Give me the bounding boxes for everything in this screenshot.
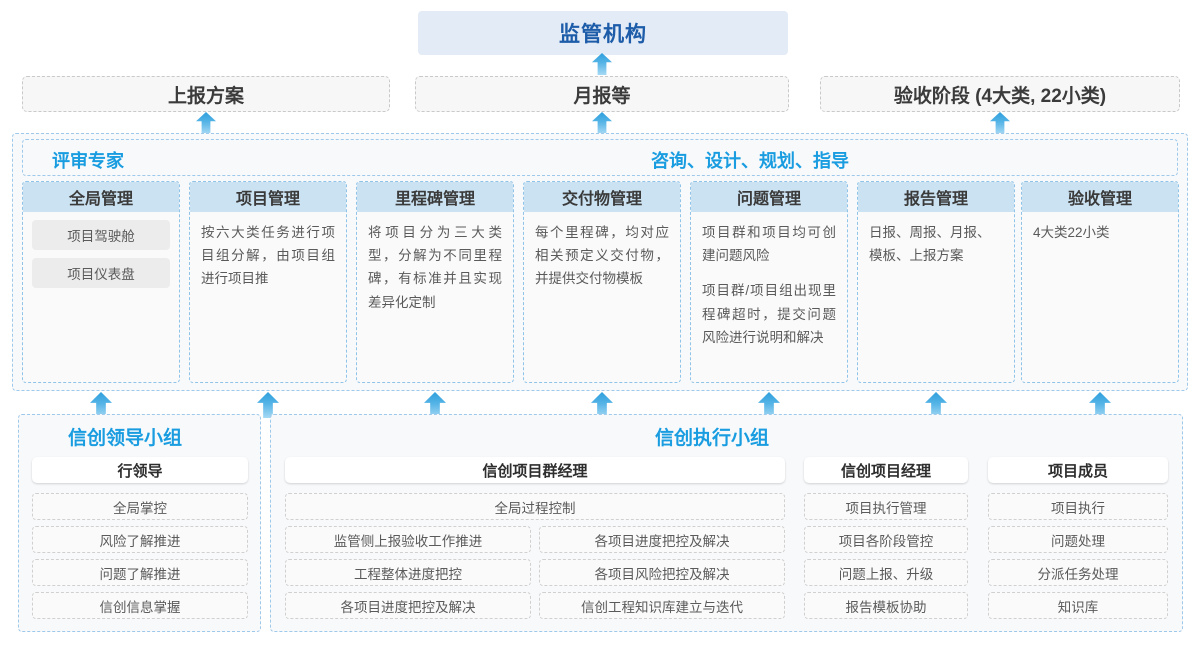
arrow-up-icon-to-report-acceptance (990, 112, 1010, 134)
card-pill-list: 项目驾驶舱 项目仪表盘 (23, 220, 179, 288)
task-item[interactable]: 报告模板协助 (804, 592, 968, 619)
task-item[interactable]: 信创工程知识库建立与迭代 (539, 592, 785, 619)
task-item[interactable]: 各项目进度把控及解决 (539, 526, 785, 553)
task-label: 项目执行管理 (845, 500, 927, 516)
task-label: 问题了解推进 (99, 566, 181, 582)
report-box-acceptance: 验收阶段 (4大类, 22小类) (820, 76, 1180, 112)
task-label: 信创信息掌握 (99, 599, 181, 615)
task-label: 报告模板协助 (845, 599, 927, 615)
arrow-up-icon-to-report-monthly (592, 112, 612, 134)
card-report-management[interactable]: 报告管理 日报、周报、月报、模板、上报方案 (857, 181, 1015, 383)
task-item[interactable]: 问题处理 (988, 526, 1168, 553)
card-global-management[interactable]: 全局管理 项目驾驶舱 项目仪表盘 (22, 181, 180, 383)
task-item[interactable]: 知识库 (988, 592, 1168, 619)
card-paragraph: 日报、周报、月报、模板、上报方案 (869, 225, 991, 264)
report-box-monthly-label: 月报等 (573, 85, 631, 107)
card-body: 日报、周报、月报、模板、上报方案 (858, 212, 1014, 275)
task-label: 风险了解推进 (99, 533, 181, 549)
card-title: 全局管理 (23, 182, 179, 212)
role-label: 信创项目群经理 (482, 462, 588, 480)
task-label: 信创工程知识库建立与迭代 (581, 599, 743, 615)
card-body: 每个里程碑，均对应相关预定义交付物，并提供交付物模板 (524, 212, 680, 299)
role-bank-leader[interactable]: 行领导 (32, 457, 248, 483)
role-label: 行领导 (117, 462, 163, 480)
task-item[interactable]: 全局过程控制 (285, 493, 785, 520)
card-body: 将项目分为三大类型，分解为不同里程碑，有标准并且实现差异化定制 (357, 212, 513, 322)
card-title: 交付物管理 (524, 182, 680, 212)
task-item[interactable]: 工程整体进度把控 (285, 559, 531, 586)
expert-panel-header (22, 139, 1178, 176)
card-paragraph: 每个里程碑，均对应相关预定义交付物，并提供交付物模板 (535, 225, 669, 287)
card-title: 验收管理 (1022, 182, 1178, 212)
task-item[interactable]: 项目执行管理 (804, 493, 968, 520)
task-label: 问题上报、升级 (838, 566, 934, 582)
execution-group-title: 信创执行小组 (655, 428, 770, 449)
card-issue-management[interactable]: 问题管理 项目群和项目均可创建问题风险 项目群/项目组出现里程碑超时，提交问题风… (690, 181, 848, 383)
regulator-label: 监管机构 (559, 23, 647, 46)
arrow-up-icon-to-report-plan (196, 112, 216, 134)
report-box-plan: 上报方案 (22, 76, 390, 112)
task-label: 各项目进度把控及解决 (594, 533, 730, 549)
card-paragraph: 4大类22小类 (1033, 225, 1110, 240)
role-program-manager[interactable]: 信创项目群经理 (285, 457, 785, 483)
task-label: 全局过程控制 (494, 500, 576, 516)
task-item[interactable]: 分派任务处理 (988, 559, 1168, 586)
card-body: 按六大类任务进行项目组分解，由项目组进行项目推 (190, 212, 346, 299)
task-item[interactable]: 项目执行 (988, 493, 1168, 520)
card-project-management[interactable]: 项目管理 按六大类任务进行项目组分解，由项目组进行项目推 (189, 181, 347, 383)
task-label: 问题处理 (1051, 533, 1105, 549)
task-item[interactable]: 问题了解推进 (32, 559, 248, 586)
expert-panel-header-center-label: 咨询、设计、规划、指导 (651, 151, 849, 171)
task-item[interactable]: 监管侧上报验收工作推进 (285, 526, 531, 553)
leadership-group-title: 信创领导小组 (68, 428, 183, 449)
task-label: 全局掌控 (113, 500, 167, 516)
task-item[interactable]: 全局掌控 (32, 493, 248, 520)
card-title: 报告管理 (858, 182, 1014, 212)
card-deliverable-management[interactable]: 交付物管理 每个里程碑，均对应相关预定义交付物，并提供交付物模板 (523, 181, 681, 383)
role-project-manager[interactable]: 信创项目经理 (804, 457, 968, 483)
task-item[interactable]: 各项目进度把控及解决 (285, 592, 531, 619)
task-item[interactable]: 信创信息掌握 (32, 592, 248, 619)
report-box-acceptance-label: 验收阶段 (4大类, 22小类) (893, 85, 1107, 107)
task-label: 监管侧上报验收工作推进 (333, 533, 483, 549)
task-label: 各项目风险把控及解决 (594, 566, 730, 582)
expert-panel-header-left-label: 评审专家 (52, 151, 124, 171)
card-title: 问题管理 (691, 182, 847, 212)
card-paragraph: 项目群/项目组出现里程碑超时，提交问题风险进行说明和解决 (702, 283, 836, 345)
role-project-member[interactable]: 项目成员 (988, 457, 1168, 483)
role-label: 信创项目经理 (840, 462, 931, 480)
task-item[interactable]: 各项目风险把控及解决 (539, 559, 785, 586)
regulator-box: 监管机构 (418, 11, 788, 55)
role-label: 项目成员 (1047, 462, 1108, 480)
task-label: 项目各阶段管控 (838, 533, 934, 549)
card-paragraph: 按六大类任务进行项目组分解，由项目组进行项目推 (201, 225, 335, 287)
task-label: 工程整体进度把控 (354, 566, 462, 582)
card-paragraph: 将项目分为三大类型，分解为不同里程碑，有标准并且实现差异化定制 (368, 225, 502, 310)
task-item[interactable]: 问题上报、升级 (804, 559, 968, 586)
pill-item[interactable]: 项目驾驶舱 (32, 220, 170, 250)
report-box-plan-label: 上报方案 (167, 85, 244, 107)
card-body: 4大类22小类 (1022, 212, 1178, 252)
pill-item[interactable]: 项目仪表盘 (32, 258, 170, 288)
card-milestone-management[interactable]: 里程碑管理 将项目分为三大类型，分解为不同里程碑，有标准并且实现差异化定制 (356, 181, 514, 383)
task-item[interactable]: 风险了解推进 (32, 526, 248, 553)
card-paragraph: 项目群和项目均可创建问题风险 (702, 225, 836, 264)
task-label: 知识库 (1057, 599, 1099, 615)
arrow-up-icon-report-to-regulator (592, 53, 612, 75)
card-acceptance-management[interactable]: 验收管理 4大类22小类 (1021, 181, 1179, 383)
task-label: 项目执行 (1051, 500, 1105, 516)
task-item[interactable]: 项目各阶段管控 (804, 526, 968, 553)
task-label: 各项目进度把控及解决 (340, 599, 476, 615)
card-title: 项目管理 (190, 182, 346, 212)
card-title: 里程碑管理 (357, 182, 513, 212)
report-box-monthly: 月报等 (415, 76, 789, 112)
task-label: 分派任务处理 (1037, 566, 1119, 582)
card-body: 项目群和项目均可创建问题风险 项目群/项目组出现里程碑超时，提交问题风险进行说明… (691, 212, 847, 357)
